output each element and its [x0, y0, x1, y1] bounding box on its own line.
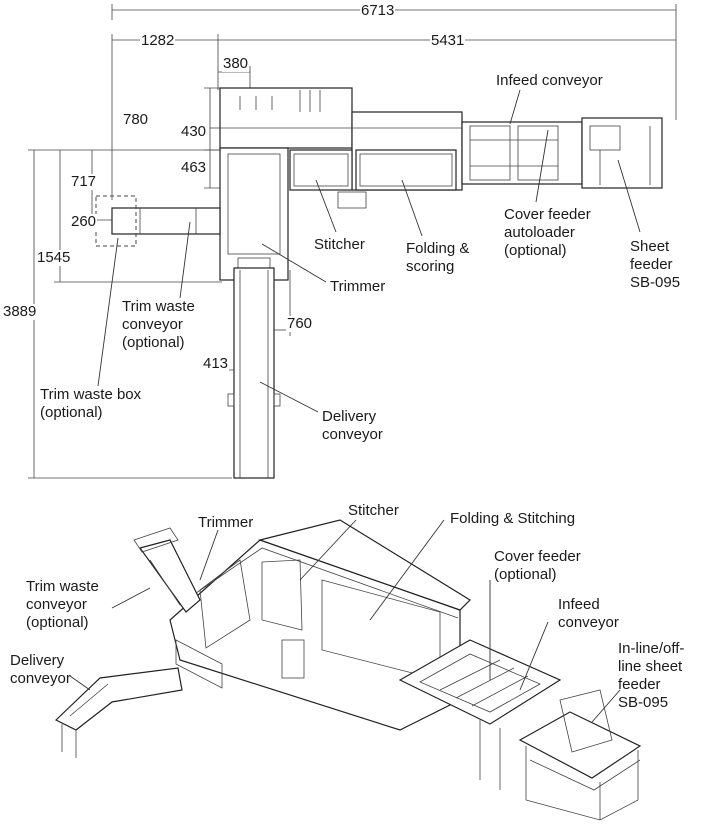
dim-right-width: 5431	[430, 32, 466, 49]
dim-depth-430: 430	[180, 123, 208, 140]
perspective-delivery-conveyor	[54, 667, 183, 758]
plan-trimmer-block	[219, 147, 289, 281]
plan-trim-waste-conveyor	[95, 195, 221, 247]
dim-depth-463: 463	[180, 159, 208, 176]
label-persp-cover-feeder: Cover feeder (optional)	[494, 548, 581, 583]
label-delivery-conveyor: Delivery conveyor	[322, 408, 383, 443]
label-persp-folding-stitching: Folding & Stitching	[450, 510, 576, 527]
label-persp-infeed-conveyor: Infeed conveyor	[558, 596, 619, 631]
label-trim-waste-box: Trim waste box (optional)	[40, 386, 142, 421]
dim-left-width: 1282	[140, 32, 176, 49]
plan-stitcher-block	[289, 149, 457, 209]
dim-delivery-offset: 760	[286, 315, 314, 332]
dim-delivery-width: 413	[202, 355, 230, 372]
plan-delivery-conveyor	[227, 267, 281, 479]
perspective-machine-body	[169, 519, 471, 731]
label-persp-trimmer: Trimmer	[198, 514, 254, 531]
dimension-trimmer-width	[218, 66, 251, 88]
perspective-trim-waste-conveyor	[133, 527, 201, 613]
label-sheet-feeder: Sheet feeder SB-095	[630, 238, 681, 291]
dim-depth-260: 260	[70, 213, 98, 230]
label-persp-delivery-conveyor: Delivery conveyor	[10, 652, 71, 687]
dimension-overall-width	[111, 4, 677, 120]
label-stitcher: Stitcher	[314, 236, 365, 253]
dim-overall-width: 6713	[360, 2, 396, 19]
dim-overall-depth: 3889	[2, 303, 38, 320]
label-infeed-conveyor: Infeed conveyor	[496, 72, 603, 89]
label-persp-sheet-feeder: In-line/off- line sheet feeder SB-095	[618, 640, 685, 711]
dim-top-depth: 780	[122, 111, 150, 128]
perspective-infeed-conveyor	[398, 639, 562, 790]
plan-leader-lines	[97, 89, 641, 413]
dimension-left-right	[111, 34, 676, 200]
dim-depth-1545: 1545	[36, 249, 72, 266]
dim-depth-717: 717	[70, 173, 98, 190]
label-trimmer: Trimmer	[330, 278, 386, 295]
label-persp-trim-waste-conveyor: Trim waste conveyor (optional)	[26, 578, 99, 631]
label-persp-stitcher: Stitcher	[348, 502, 399, 519]
label-cover-feeder-autoloader: Cover feeder autoloader (optional)	[504, 206, 591, 259]
plan-view-drawing	[28, 4, 677, 479]
dim-trimmer-width: 380	[222, 55, 250, 72]
label-folding-scoring: Folding & scoring	[406, 240, 470, 275]
label-trim-waste-conveyor: Trim waste conveyor (optional)	[122, 298, 195, 351]
